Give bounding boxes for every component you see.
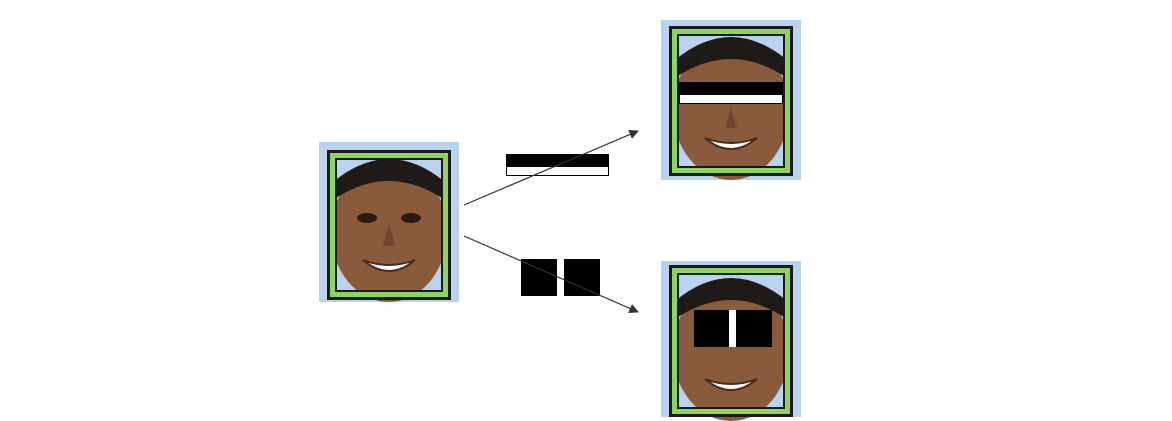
line-feature-overlay xyxy=(694,310,772,347)
source-face-image xyxy=(319,142,459,302)
edge-feature-light-band xyxy=(507,166,608,175)
detection-box-outer xyxy=(669,26,793,176)
arrow-to-line-result xyxy=(463,235,639,313)
detection-box-inner xyxy=(677,34,785,168)
detection-box-outer xyxy=(327,150,451,300)
face-photo-illustration xyxy=(331,159,447,302)
face-photo-illustration xyxy=(673,37,789,180)
detection-box-green xyxy=(330,153,448,297)
detection-box-inner xyxy=(677,273,785,409)
edge-feature-overlay xyxy=(679,82,783,104)
line-result-face-image xyxy=(661,261,801,421)
edge-result-face-image xyxy=(661,20,801,180)
detection-box-outer xyxy=(669,265,793,417)
arrow-to-edge-result xyxy=(463,129,639,206)
edge-feature-light-band xyxy=(680,94,782,103)
line-feature-light-stripe xyxy=(729,310,736,347)
detection-box-inner xyxy=(335,158,443,292)
detection-box-green xyxy=(672,268,790,414)
detection-box-green xyxy=(672,29,790,173)
